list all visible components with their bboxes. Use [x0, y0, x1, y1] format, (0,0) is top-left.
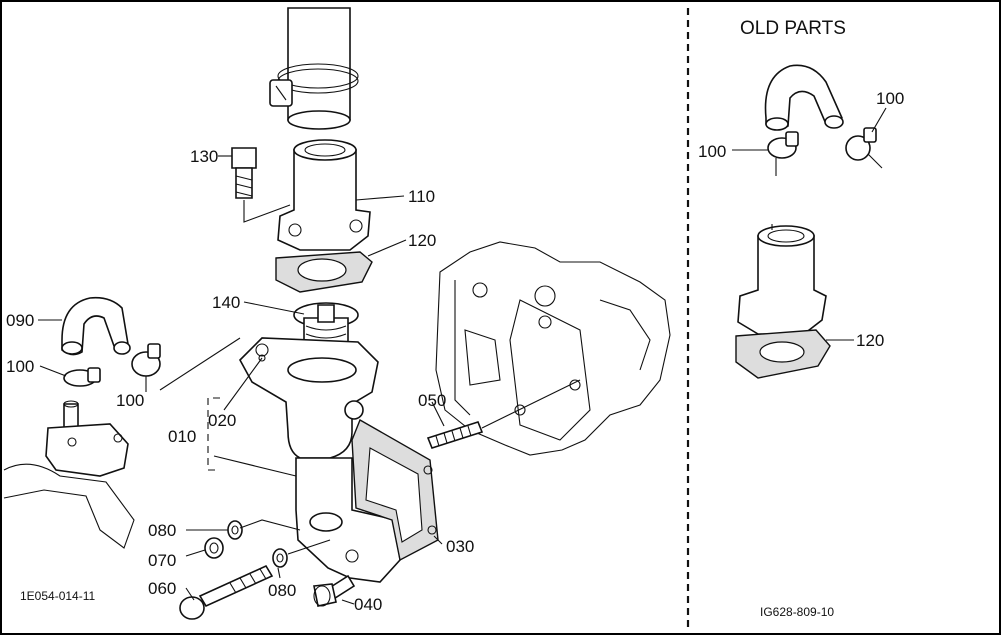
water-flange-left — [3, 400, 135, 549]
nut-070 — [204, 537, 224, 559]
label-050: 050 — [418, 391, 446, 410]
gasket-030 — [351, 418, 439, 562]
stud-bolt-050 — [426, 379, 581, 449]
label-020: 020 — [208, 411, 236, 430]
old-gasket-120 — [735, 329, 831, 379]
engine-block — [435, 241, 671, 456]
label-080-upper: 080 — [148, 521, 176, 540]
label-080-lower: 080 — [268, 581, 296, 600]
label-070: 070 — [148, 551, 176, 570]
hose-clamp-100-left — [63, 367, 101, 387]
label-140: 140 — [212, 293, 240, 312]
thermostat-cover-110 — [277, 139, 371, 251]
old-parts-title: OLD PARTS — [740, 18, 846, 39]
label-120: 120 — [408, 231, 436, 250]
diagram-code-main: 1E054-014-11 — [20, 589, 95, 603]
upper-hose — [287, 7, 351, 130]
bracket-010 — [207, 397, 220, 471]
label-110: 110 — [408, 187, 435, 206]
hose-clamp-upper — [269, 63, 359, 107]
gasket-120 — [275, 251, 373, 293]
washer-080-upper — [227, 520, 243, 540]
diagram-code-old: IG628-809-10 — [760, 605, 834, 619]
thermostat-housing-010 — [239, 337, 401, 583]
old-leader-lines — [732, 107, 887, 341]
old-label-100-left: 100 — [698, 142, 726, 161]
label-090: 090 — [6, 311, 34, 330]
old-label-120: 120 — [856, 331, 884, 350]
label-040: 040 — [354, 595, 382, 614]
old-hose-clamp-right — [845, 127, 883, 169]
washer-080-lower — [272, 548, 288, 568]
old-label-100-right: 100 — [876, 89, 904, 108]
bolt-130 — [231, 147, 291, 223]
label-060: 060 — [148, 579, 176, 598]
label-030: 030 — [446, 537, 474, 556]
label-010: 010 — [168, 427, 196, 446]
label-100-center: 100 — [116, 391, 144, 410]
old-hose-clamp-left — [767, 131, 799, 176]
label-100-left: 100 — [6, 357, 34, 376]
hose-clamp-100-center — [131, 343, 161, 377]
old-bypass-hose — [764, 64, 844, 131]
label-130: 130 — [190, 147, 218, 166]
bolt-060 — [179, 564, 274, 620]
old-thermostat-cover — [737, 224, 827, 335]
bolt-040 — [313, 574, 356, 607]
bypass-hose-090 — [61, 296, 131, 356]
leader-lines — [38, 155, 445, 605]
